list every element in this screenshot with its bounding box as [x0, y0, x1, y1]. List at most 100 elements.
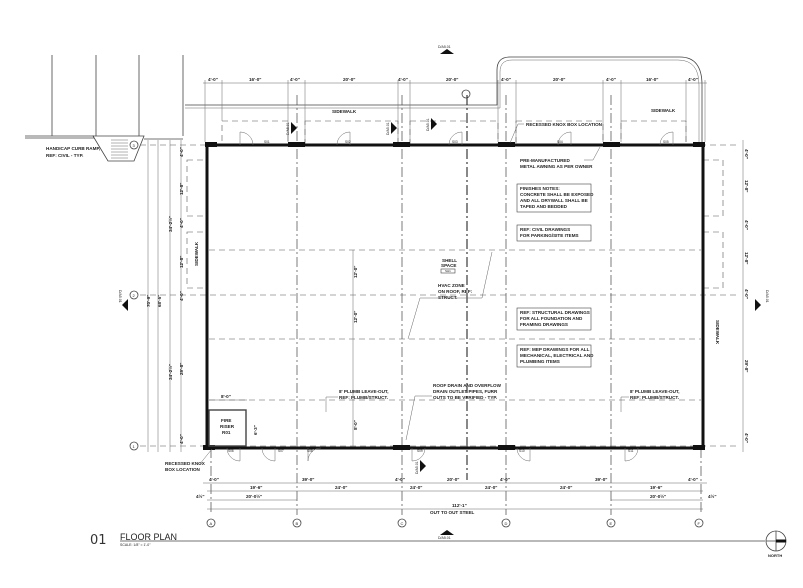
- right-dimensions: 4'-0" 12'-8" 4'-0" 12'-8" 4'-0" 29'-8" 4…: [742, 140, 749, 452]
- sidewalk-label: SIDEWALK: [194, 241, 199, 266]
- svg-text:D: D: [505, 521, 508, 526]
- section-marker: D/A5.01: [118, 290, 128, 311]
- svg-text:C: C: [401, 521, 404, 526]
- svg-text:4'-0": 4'-0": [290, 77, 300, 82]
- svg-text:112'-1": 112'-1": [452, 503, 467, 508]
- svg-text:BOX LOCATION: BOX LOCATION: [165, 467, 201, 472]
- svg-text:12'-8": 12'-8": [179, 256, 184, 268]
- svg-text:OUTS TO BE VERIFIED - TYP.: OUTS TO BE VERIFIED - TYP.: [433, 395, 497, 400]
- svg-text:4'-0": 4'-0": [744, 220, 749, 230]
- svg-text:S01: S01: [264, 140, 270, 144]
- svg-text:HVAC ZONE: HVAC ZONE: [438, 283, 465, 288]
- section-marker: D/A5.01: [415, 460, 426, 474]
- svg-text:STRUCT.: STRUCT.: [438, 295, 457, 300]
- svg-text:4'-0": 4'-0": [179, 291, 184, 301]
- svg-text:4'-0": 4'-0": [744, 433, 749, 443]
- svg-text:39'-0": 39'-0": [595, 477, 607, 482]
- sidewalk-label: SIDEWALK: [651, 108, 676, 113]
- svg-text:8' PLUMB LEAVE-OUT,: 8' PLUMB LEAVE-OUT,: [339, 389, 389, 394]
- svg-text:REF: STRUCTURAL DRAWINGS: REF: STRUCTURAL DRAWINGS: [520, 310, 590, 315]
- svg-text:ON ROOF, REF:: ON ROOF, REF:: [438, 289, 473, 294]
- svg-text:12'-0": 12'-0": [353, 311, 358, 323]
- svg-text:S06: S06: [228, 449, 234, 453]
- svg-text:4'-0": 4'-0": [398, 77, 408, 82]
- north-arrow-icon: NORTH: [765, 530, 787, 558]
- svg-text:24'-0": 24'-0": [410, 485, 422, 490]
- svg-text:D/A5.01: D/A5.01: [438, 536, 451, 540]
- svg-text:ROOF DRAIN AND OVERFLOW: ROOF DRAIN AND OVERFLOW: [433, 383, 502, 388]
- handicap-curb-ramp: [92, 135, 145, 162]
- svg-text:8'-0": 8'-0": [353, 420, 358, 430]
- svg-text:SH1: SH1: [445, 269, 451, 273]
- dimension-text: 8'-0": [221, 394, 231, 399]
- notes: RECESSED KNOX BOX LOCATION PRE-MANUFACTU…: [165, 122, 680, 472]
- svg-text:FOR PARKING/SITE ITEMS: FOR PARKING/SITE ITEMS: [520, 233, 579, 238]
- svg-text:6'-3": 6'-3": [253, 425, 258, 435]
- svg-text:NORTH: NORTH: [768, 553, 782, 558]
- svg-text:4'-0": 4'-0": [395, 477, 405, 482]
- svg-text:70'-9": 70'-9": [146, 295, 151, 307]
- fire-riser-tag: R01: [222, 430, 231, 435]
- svg-text:4'-0": 4'-0": [209, 477, 219, 482]
- svg-text:4'-0": 4'-0": [744, 289, 749, 299]
- svg-text:D/A5.01: D/A5.01: [118, 290, 122, 303]
- svg-text:16'-0": 16'-0": [646, 77, 658, 82]
- svg-text:D/A5.01: D/A5.01: [386, 122, 390, 135]
- svg-text:24'-0": 24'-0": [560, 485, 572, 490]
- svg-text:S07: S07: [278, 449, 284, 453]
- svg-text:20'-0½": 20'-0½": [650, 493, 666, 499]
- svg-text:20'-0½": 20'-0½": [246, 493, 262, 499]
- section-markers: D/A5.01 D/A5.01 D/A5.01 D/A5.01 D/A5.01 …: [118, 45, 769, 540]
- svg-text:S11: S11: [628, 449, 634, 453]
- svg-text:4½": 4½": [708, 493, 717, 499]
- svg-text:S02: S02: [345, 140, 351, 144]
- handicap-note: REF: CIVIL - TYP.: [46, 153, 83, 158]
- fire-riser-label: FIRE: [221, 418, 231, 423]
- section-marker: D/A5.01: [438, 530, 454, 540]
- svg-text:E: E: [610, 521, 613, 526]
- svg-text:S09: S09: [417, 449, 423, 453]
- svg-text:4'-0": 4'-0": [179, 218, 184, 228]
- svg-text:4'-0": 4'-0": [501, 77, 511, 82]
- grid-bubbles: A B C D E F 3 2 1: [129, 140, 704, 528]
- svg-text:REF: PLUMB/STRUCT.: REF: PLUMB/STRUCT.: [630, 395, 679, 400]
- building-walls: [205, 143, 705, 450]
- svg-text:4'-0": 4'-0": [179, 147, 184, 157]
- svg-text:S10: S10: [519, 449, 525, 453]
- svg-text:16'-0": 16'-0": [249, 77, 261, 82]
- svg-text:24'-0": 24'-0": [485, 485, 497, 490]
- svg-text:SCALE: 1/8" = 1'-0": SCALE: 1/8" = 1'-0": [120, 543, 151, 547]
- svg-text:FOR ALL FOUNDATION AND: FOR ALL FOUNDATION AND: [520, 316, 583, 321]
- section-marker: D/A5.01: [286, 122, 297, 135]
- svg-text:B: B: [296, 521, 299, 526]
- svg-text:TAPED AND BEDDED: TAPED AND BEDDED: [520, 204, 568, 209]
- svg-text:24'-0": 24'-0": [335, 485, 347, 490]
- svg-text:12'-8": 12'-8": [179, 183, 184, 195]
- handicap-note: HANDICAP CURB RAMP,: [46, 146, 100, 151]
- svg-text:D/A5.01: D/A5.01: [426, 118, 430, 131]
- svg-text:FRAMING DRAWINGS: FRAMING DRAWINGS: [520, 322, 568, 327]
- awning-note: PRE-MANUFACTURED: [520, 158, 570, 163]
- svg-text:4'-0": 4'-0": [179, 434, 184, 444]
- sidewalk-edge: [182, 56, 703, 145]
- left-dimensions: 70'-9" 68'-5" 34'-2½" 34'-2½" 4'-0" 12'-…: [146, 140, 184, 452]
- svg-text:4'-0": 4'-0": [688, 77, 698, 82]
- section-marker: D/A5.01: [438, 45, 454, 54]
- svg-text:4½": 4½": [196, 493, 205, 499]
- svg-text:SPACE: SPACE: [441, 263, 457, 268]
- interior-dimensions: 12'-0" 12'-0" 8'-0" 6'-3": [253, 250, 358, 446]
- top-dimensions: 4'-0" 16'-0" 4'-0" 20'-0" 4'-0" 20'-0" 4…: [203, 77, 707, 142]
- svg-text:12'-8": 12'-8": [744, 180, 749, 192]
- svg-text:20'-0": 20'-0": [447, 477, 459, 482]
- doors: [226, 131, 674, 462]
- svg-text:CONCRETE SHALL BE EXPOSED: CONCRETE SHALL BE EXPOSED: [520, 192, 594, 197]
- awning-note: METAL AWNING AS PER OWNER: [520, 164, 593, 169]
- svg-text:D/A5.01: D/A5.01: [438, 45, 451, 49]
- fire-riser-room: [208, 409, 247, 447]
- parking-stalls: [25, 55, 184, 140]
- svg-text:39'-0": 39'-0": [302, 477, 314, 482]
- svg-text:REF: PLUMB/STRUCT.: REF: PLUMB/STRUCT.: [339, 395, 388, 400]
- svg-text:MECHANICAL, ELECTRICAL AND: MECHANICAL, ELECTRICAL AND: [520, 353, 594, 358]
- svg-text:01: 01: [90, 533, 107, 548]
- svg-text:S03: S03: [452, 140, 458, 144]
